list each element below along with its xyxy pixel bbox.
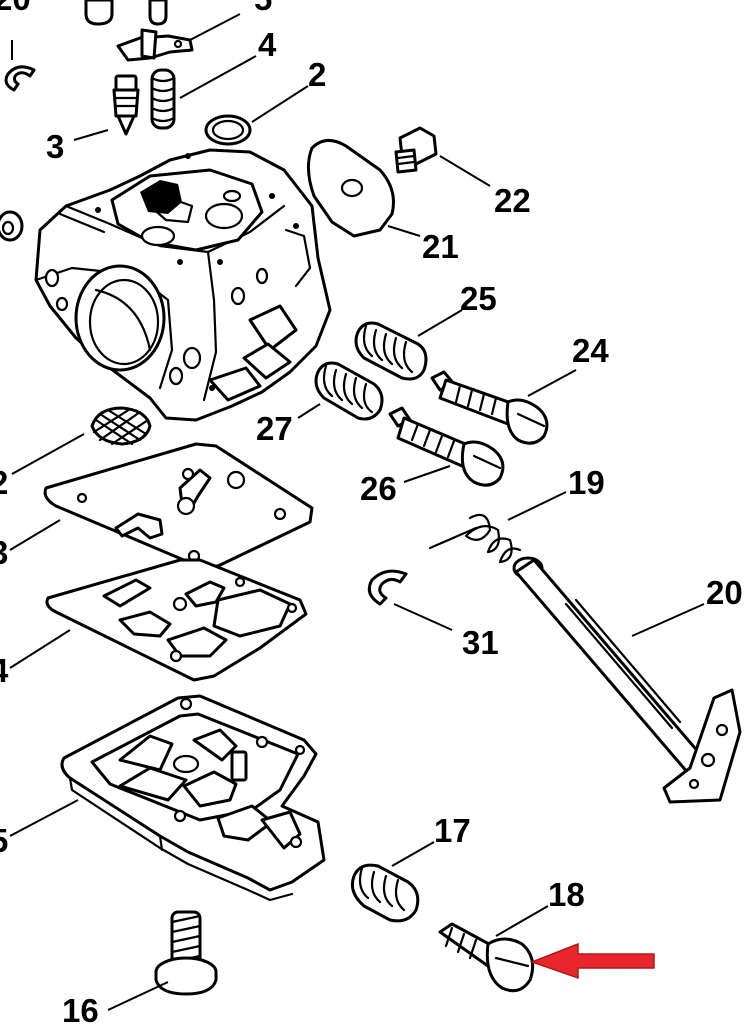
metering-cover xyxy=(60,694,326,902)
callout-25: 25 xyxy=(460,280,497,317)
fitting-top xyxy=(84,0,114,26)
needle-top xyxy=(148,0,168,26)
callout-4: 4 xyxy=(258,26,277,63)
return-spring-19 xyxy=(428,513,522,564)
fuel-screen xyxy=(90,406,152,446)
mixture-screw-24 xyxy=(430,370,549,445)
spring-25 xyxy=(354,321,428,381)
metering-gasket xyxy=(43,442,314,568)
callout-19: 19 xyxy=(568,464,605,501)
spring-17 xyxy=(350,863,420,923)
callout-left-top: 20 xyxy=(0,0,31,17)
callout-31: 31 xyxy=(462,624,499,661)
pump-diaphragm-21 xyxy=(307,139,395,238)
metering-diaphragm xyxy=(45,558,308,682)
callout-left-3: 4 xyxy=(0,652,9,689)
cover-screw-16 xyxy=(154,910,218,996)
callout-left-1: 2 xyxy=(0,464,8,501)
throttle-shaft-20 xyxy=(512,556,742,804)
callout-3: 3 xyxy=(46,128,64,165)
lever-arm xyxy=(116,28,194,62)
shaft-end-left xyxy=(0,210,24,242)
callout-left-4: 5 xyxy=(0,822,8,859)
washer-2 xyxy=(204,114,252,146)
callout-21: 21 xyxy=(422,228,459,265)
mixture-screw-26 xyxy=(388,406,505,487)
callout-17: 17 xyxy=(434,812,471,849)
callout-27: 27 xyxy=(256,410,293,447)
callout-top: 5 xyxy=(254,0,272,17)
callout-22: 22 xyxy=(494,182,531,219)
spring-4 xyxy=(150,68,176,130)
callout-2: 2 xyxy=(308,56,326,93)
inlet-needle-3 xyxy=(112,74,140,136)
carburetor-body xyxy=(34,148,332,422)
screw-22 xyxy=(394,126,438,174)
c-clip-31 xyxy=(367,569,408,606)
callout-20: 20 xyxy=(706,574,743,611)
callout-18: 18 xyxy=(548,876,585,913)
callout-left-2: 3 xyxy=(0,534,8,571)
callout-24: 24 xyxy=(572,332,609,369)
spring-27 xyxy=(314,361,384,421)
callout-26: 26 xyxy=(360,470,397,507)
callout-16: 16 xyxy=(62,992,99,1027)
c-clip-left-top xyxy=(4,65,36,92)
arrow-left-icon xyxy=(529,942,655,980)
idle-screw-18 xyxy=(438,922,535,993)
